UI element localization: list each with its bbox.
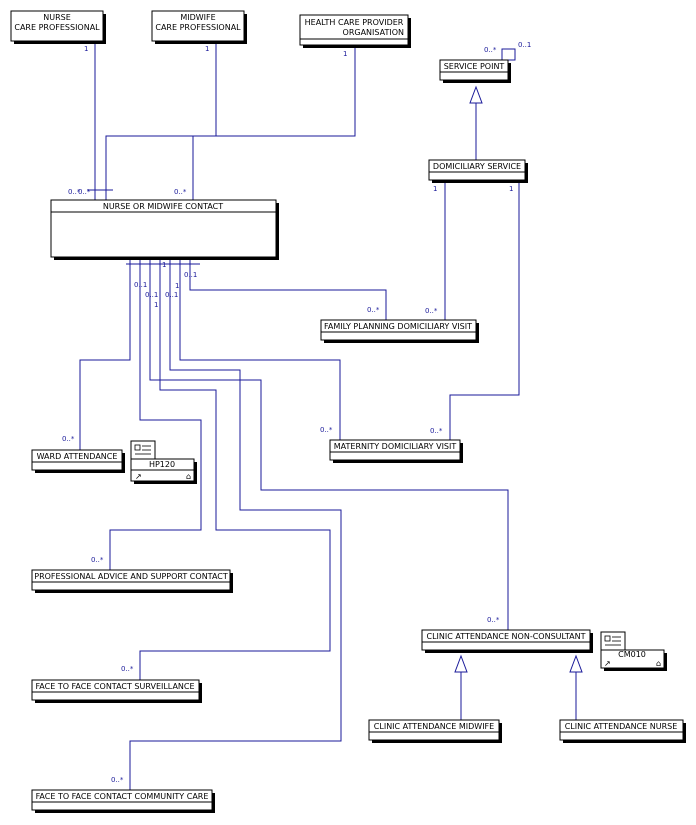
mult-dom-right-one: 1 (509, 185, 513, 193)
mult-hcpo-one: 1 (343, 50, 347, 58)
entity-clinic-attendance-midwife[interactable]: CLINIC ATTENDANCE MIDWIFE (368, 719, 502, 743)
mult-nurse-one: 1 (84, 45, 88, 53)
package-icon (134, 444, 151, 455)
clinic-nurse-generalization-arrow (569, 654, 583, 673)
mult-contact-nurse-many-b: 0..* (78, 188, 91, 196)
mult-c-bottom-1c: 1 (154, 301, 158, 309)
entity-service-point[interactable]: SERVICE POINT (439, 59, 511, 83)
association-lines (79, 44, 577, 790)
entity-face-to-face-contact-community-care[interactable]: FACE TO FACE CONTACT COMMUNITY CARE (31, 789, 215, 813)
mult-c-bottom-1b: 1 (175, 282, 179, 290)
mult-surv-many: 0..* (121, 665, 134, 673)
service-point-label: SERVICE POINT (444, 62, 505, 71)
link-arrow-icon: ↗ (135, 472, 142, 481)
entity-family-planning-domiciliary-visit[interactable]: FAMILY PLANNING DOMICILIARY VISIT (320, 319, 479, 343)
contact-clinic-line[interactable] (149, 258, 509, 630)
lock-icon: ⌂ (656, 659, 661, 668)
mult-ward-many: 0..* (62, 435, 75, 443)
community-care-label: FACE TO FACE CONTACT COMMUNITY CARE (36, 792, 209, 801)
professional-advice-label: PROFESSIONAL ADVICE AND SUPPORT CONTACT (34, 572, 228, 581)
surveillance-label: FACE TO FACE CONTACT SURVEILLANCE (35, 682, 194, 691)
service-point-generalization-arrow (469, 85, 483, 104)
clinic-midwife-label: CLINIC ATTENDANCE MIDWIFE (374, 722, 494, 731)
entity-health-care-provider-organisation[interactable]: HEALTH CARE PROVIDER ORGANISATION (299, 14, 411, 48)
contact-ward-line[interactable] (79, 258, 131, 450)
mult-clinic-many: 0..* (487, 616, 500, 624)
nurse-line1: NURSE (43, 13, 71, 22)
entity-domiciliary-service[interactable]: DOMICILIARY SERVICE (428, 159, 528, 183)
mult-c-bottom-01a: 0..1 (184, 271, 197, 279)
maternity-label: MATERNITY DOMICILIARY VISIT (334, 442, 457, 451)
entity-clinic-attendance-non-consultant[interactable]: CLINIC ATTENDANCE NON-CONSULTANT (421, 629, 593, 653)
mult-advice-many: 0..* (91, 556, 104, 564)
package-icon (604, 635, 621, 646)
clinic-nc-label: CLINIC ATTENDANCE NON-CONSULTANT (427, 632, 586, 641)
clinic-nurse-label: CLINIC ATTENDANCE NURSE (565, 722, 678, 731)
mult-c-bottom-1a: 1 (162, 261, 166, 269)
hcpo-line1: HEALTH CARE PROVIDER (305, 18, 404, 27)
entity-face-to-face-contact-surveillance[interactable]: FACE TO FACE CONTACT SURVEILLANCE (31, 679, 202, 703)
package-hp120[interactable]: HP120 ↗ ⌂ (130, 440, 197, 484)
cm010-label: CM010 (618, 650, 646, 659)
mult-contact-nurse-many: 0..* (68, 188, 81, 196)
contact-maternity-line[interactable] (179, 258, 341, 440)
mult-comm-many: 0..* (111, 776, 124, 784)
mult-dom-left-one: 1 (433, 185, 437, 193)
entity-maternity-domiciliary-visit[interactable]: MATERNITY DOMICILIARY VISIT (329, 439, 463, 463)
mult-c-bottom-01d: 0..1 (165, 291, 178, 299)
mult-sp-self-many: 0..* (484, 46, 497, 54)
service-point-self-line[interactable] (501, 48, 516, 61)
multiplicity-labels: 1 1 1 0..* 0..* 0..* 0..* 0..1 1 1 0..* … (62, 41, 531, 784)
mult-c-bottom-01b: 0..1 (134, 281, 147, 289)
midwife-line2: CARE PROFESSIONAL (155, 23, 241, 32)
midwife-contact-line[interactable] (105, 44, 217, 200)
lock-icon: ⌂ (186, 472, 191, 481)
entity-clinic-attendance-nurse[interactable]: CLINIC ATTENDANCE NURSE (559, 719, 686, 743)
entity-professional-advice-and-support-contact[interactable]: PROFESSIONAL ADVICE AND SUPPORT CONTACT (31, 569, 233, 593)
dom-maternity-line[interactable] (449, 182, 520, 440)
hcpo-contact-line[interactable] (216, 48, 356, 137)
clinic-midwife-generalization-arrow (454, 654, 468, 673)
entity-ward-attendance[interactable]: WARD ATTENDANCE (31, 449, 125, 473)
mult-mat-contact-many: 0..* (320, 426, 333, 434)
mult-fp-dom-many: 0..* (425, 307, 438, 315)
entity-nurse-or-midwife-contact[interactable]: NURSE OR MIDWIFE CONTACT (50, 199, 279, 260)
contact-community-line[interactable] (129, 258, 342, 790)
mult-midwife-one: 1 (205, 45, 209, 53)
mult-sp-self-one: 0..1 (518, 41, 531, 49)
domiciliary-service-label: DOMICILIARY SERVICE (433, 162, 521, 171)
mult-mat-dom-many: 0..* (430, 427, 443, 435)
ward-attendance-label: WARD ATTENDANCE (37, 452, 118, 461)
mult-contact-midwife-many: 0..* (174, 188, 187, 196)
hp120-label: HP120 (149, 460, 175, 469)
mult-c-bottom-01c: 0..1 (145, 291, 158, 299)
contact-label: NURSE OR MIDWIFE CONTACT (103, 202, 223, 211)
mult-fp-contact-many: 0..* (367, 306, 380, 314)
family-planning-label: FAMILY PLANNING DOMICILIARY VISIT (324, 322, 472, 331)
hcpo-line2: ORGANISATION (343, 28, 404, 37)
midwife-line1: MIDWIFE (180, 13, 215, 22)
entity-nurse-care-professional[interactable]: NURSE CARE PROFESSIONAL (10, 10, 106, 44)
link-arrow-icon: ↗ (604, 659, 611, 668)
contact-advice-line[interactable] (109, 258, 202, 570)
contact-surveillance-line[interactable] (139, 258, 331, 680)
nurse-line2: CARE PROFESSIONAL (14, 23, 100, 32)
contact-fp-line[interactable] (189, 258, 387, 320)
package-cm010[interactable]: CM010 ↗ ⌂ (600, 631, 667, 671)
entity-midwife-care-professional[interactable]: MIDWIFE CARE PROFESSIONAL (151, 10, 247, 44)
